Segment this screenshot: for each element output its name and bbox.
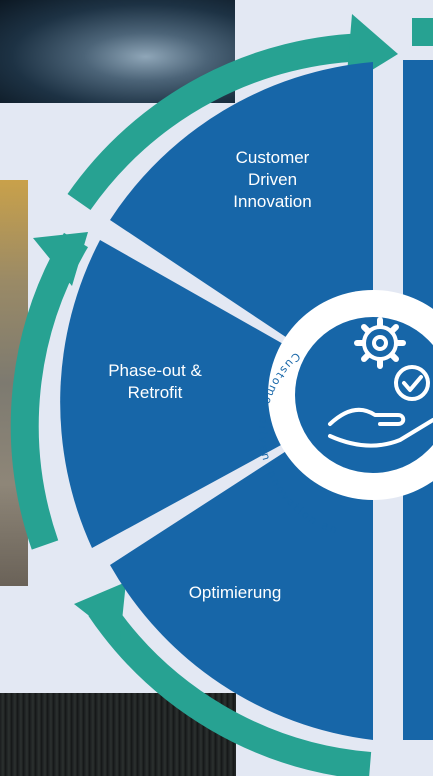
cycle-arrow-arc [10,232,89,550]
cycle-arrow-arc [67,33,373,211]
cycle-arrow-head [74,582,126,640]
label-customer-driven-innovation: Customer Driven Innovation [233,148,312,211]
label-phase-out-retrofit: Phase-out & Retrofit [108,361,202,402]
segment-right-bottom[interactable] [403,420,433,740]
cycle-arrow-arc [88,600,372,776]
cycle-arrow-head [33,232,88,286]
center-disc [295,317,433,473]
label-optimierung: Optimierung [188,583,282,602]
segment-optimierung[interactable] [110,395,373,740]
gears-in-hand-icon [328,317,433,448]
segment-customer-driven-innovation[interactable] [110,62,373,395]
segment-phase-out-retrofit[interactable] [60,240,374,548]
